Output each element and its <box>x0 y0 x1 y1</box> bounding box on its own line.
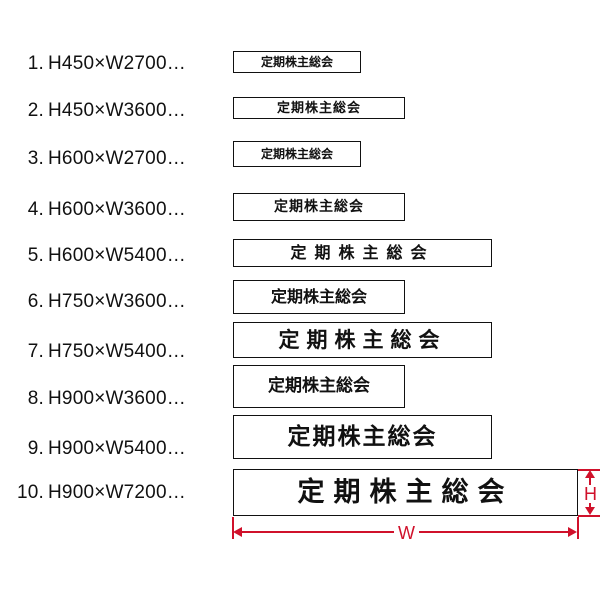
row-number: 7. <box>27 341 44 362</box>
row-label: 4.H600×W3600… <box>0 200 186 219</box>
row-label: 9.H900×W5400… <box>0 439 186 458</box>
row-number: 5. <box>27 245 44 266</box>
arrow-left-icon <box>233 527 242 537</box>
row-size: H750×W5400… <box>48 341 186 362</box>
height-label: H <box>583 484 598 504</box>
row-label: 10.H900×W7200… <box>0 483 186 502</box>
sign-preview: 定期株主総会 <box>233 365 405 408</box>
sign-preview: 定期株主総会 <box>233 469 578 516</box>
row-size: H900×W7200… <box>48 482 186 503</box>
arrow-down-icon <box>585 507 595 515</box>
sign-text: 定期株主総会 <box>290 243 435 262</box>
row-label: 6.H750×W3600… <box>0 292 186 311</box>
sign-text: 定期株主総会 <box>276 100 361 116</box>
sign-text: 定期株主総会 <box>260 55 333 69</box>
arrow-right-icon <box>568 527 577 537</box>
sign-text: 定期株主総会 <box>274 199 364 215</box>
sign-preview: 定期株主総会 <box>233 322 492 358</box>
sign-preview: 定期株主総会 <box>233 415 492 459</box>
row-label: 7.H750×W5400… <box>0 342 186 361</box>
row-size: H900×W3600… <box>48 388 186 409</box>
row-number: 1. <box>27 53 44 74</box>
sign-text: 定期株主総会 <box>278 327 447 352</box>
sign-preview: 定期株主総会 <box>233 239 492 267</box>
row-label: 8.H900×W3600… <box>0 389 186 408</box>
row-label: 3.H600×W2700… <box>0 149 186 168</box>
row-label: 1.H450×W2700… <box>0 54 186 73</box>
row-label: 5.H600×W5400… <box>0 246 186 265</box>
sign-preview: 定期株主総会 <box>233 193 405 221</box>
row-size: H750×W3600… <box>48 291 186 312</box>
row-label: 2.H450×W3600… <box>0 101 186 120</box>
width-label: W <box>394 524 419 542</box>
row-size: H600×W2700… <box>48 148 186 169</box>
width-right-tick <box>577 517 579 539</box>
height-top-tick <box>578 469 600 471</box>
row-number: 3. <box>27 148 44 169</box>
row-number: 9. <box>27 438 44 459</box>
sign-text: 定期株主総会 <box>297 477 514 508</box>
row-number: 8. <box>27 388 44 409</box>
row-number: 2. <box>27 100 44 121</box>
arrow-up-icon <box>585 470 595 478</box>
row-number: 4. <box>27 199 44 220</box>
sign-preview: 定期株主総会 <box>233 97 405 119</box>
row-size: H450×W3600… <box>48 100 186 121</box>
row-size: H600×W5400… <box>48 245 186 266</box>
sign-text: 定期株主総会 <box>287 423 438 450</box>
row-number: 6. <box>27 291 44 312</box>
row-size: H600×W3600… <box>48 199 186 220</box>
sign-preview: 定期株主総会 <box>233 280 405 314</box>
sign-text: 定期株主総会 <box>260 147 333 161</box>
sign-preview: 定期株主総会 <box>233 51 361 73</box>
row-size: H450×W2700… <box>48 53 186 74</box>
row-number: 10. <box>16 482 44 503</box>
sign-text: 定期株主総会 <box>270 287 367 306</box>
height-bottom-tick <box>578 515 600 517</box>
row-size: H900×W5400… <box>48 438 186 459</box>
sign-text: 定期株主総会 <box>268 376 370 396</box>
sign-preview: 定期株主総会 <box>233 141 361 167</box>
width-left-tick <box>232 517 234 539</box>
